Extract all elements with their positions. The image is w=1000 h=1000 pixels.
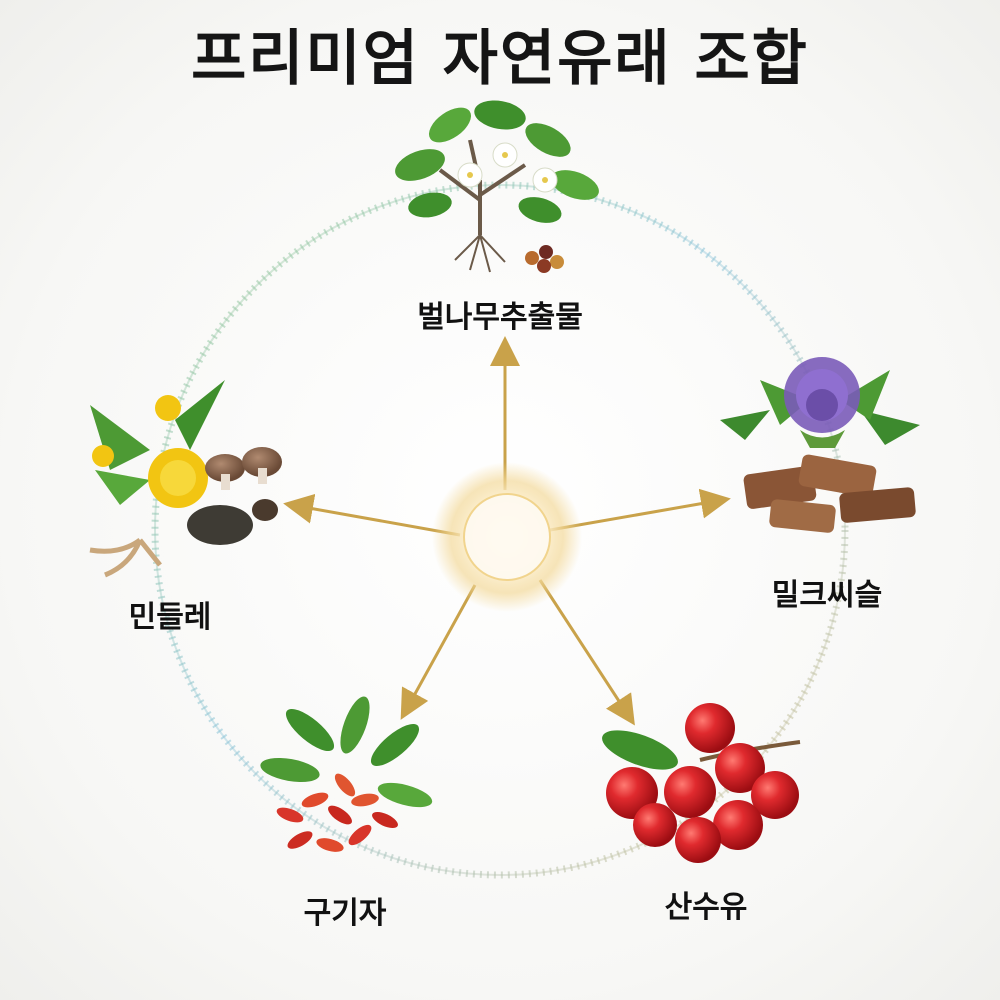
ingredient-label-cornus: 산수유 (664, 890, 748, 925)
goji-berry-icon (260, 696, 433, 852)
dandelion-icon (89, 380, 282, 578)
ingredient-label-goji: 구기자 (303, 896, 387, 931)
ingredient-label-dandelion: 민들레 (128, 600, 212, 635)
page-title: 프리미엄 자연유래 조합 (191, 24, 809, 94)
birch-tree-icon (395, 100, 599, 273)
ingredient-label-thistle: 밀크씨슬 (771, 578, 883, 613)
arrow-to-goji (400, 584, 477, 720)
ring-inner (154, 184, 846, 876)
cornus-fruit-icon (602, 703, 801, 863)
center-orb (463, 493, 551, 581)
milk-thistle-icon (720, 357, 920, 533)
ingredient-label-birch: 벌나무추출물 (417, 300, 583, 335)
arrow-to-dandelion (283, 493, 461, 537)
arrow-to-cornus (538, 579, 635, 726)
